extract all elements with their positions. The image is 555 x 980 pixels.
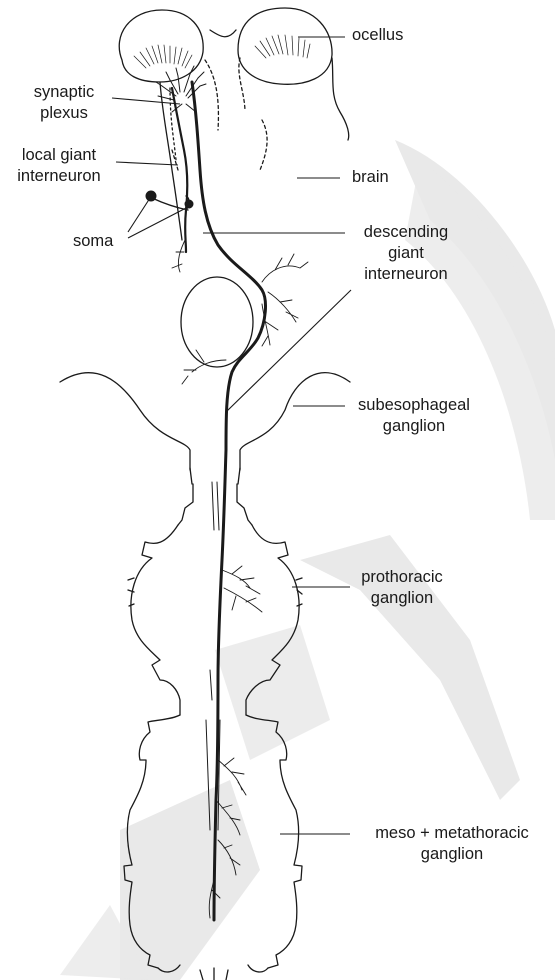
synaptic-plexus-branches (156, 66, 206, 112)
soma-label: soma (73, 231, 113, 252)
dendrites-prothoracic (222, 566, 262, 612)
right-ocellus (238, 8, 332, 84)
prothoracic-ganglion-label: prothoracic ganglion (352, 567, 452, 609)
meso-metathoracic-ganglion-label: meso + metathoracic ganglion (352, 823, 552, 865)
ocellus-label: ocellus (352, 25, 403, 46)
subesophageal-outline (60, 373, 350, 470)
leader-local-giant (116, 162, 178, 165)
brain-label: brain (352, 167, 389, 188)
ocellus-striations (134, 35, 310, 68)
synaptic-plexus-label: synaptic plexus (17, 82, 111, 124)
local-giant-interneuron-label: local giant interneuron (3, 145, 115, 187)
soma-right (185, 200, 193, 208)
soma-processes (152, 196, 189, 210)
esophageal-foramen (181, 277, 253, 367)
soma-left (146, 191, 156, 201)
leader-soma-a (128, 198, 150, 232)
descending-giant-interneuron-label: descending giant interneuron (348, 222, 464, 285)
left-ocellus (119, 10, 203, 82)
subesophageal-ganglion-label: subesophageal ganglion (350, 395, 478, 437)
